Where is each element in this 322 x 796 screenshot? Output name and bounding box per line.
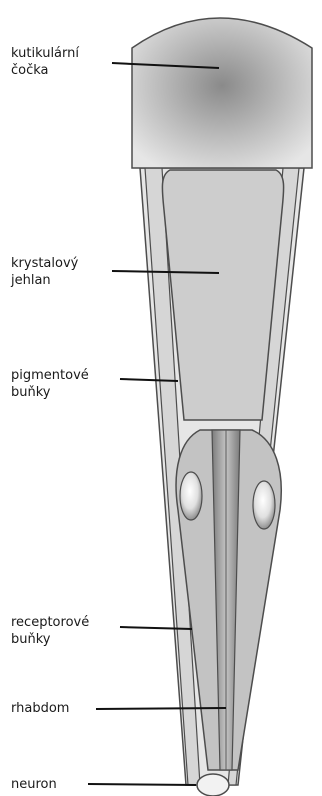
label-receptor-cells: receptorové buňky — [11, 614, 89, 648]
nucleus-left — [180, 472, 202, 520]
leader-neuron — [88, 784, 196, 785]
label-rhabdom: rhabdom — [11, 700, 69, 717]
label-pigment-cells: pigmentové buňky — [11, 367, 89, 401]
neuron-shape — [197, 774, 229, 796]
label-crystalline-cone: krystalový jehlan — [11, 255, 78, 289]
crystalline-cone — [162, 170, 283, 420]
label-neuron: neuron — [11, 776, 57, 793]
label-cuticular-lens: kutikulární čočka — [11, 45, 79, 79]
cuticular-lens — [132, 18, 312, 168]
leader-rhabdom — [96, 708, 226, 709]
nucleus-right — [253, 481, 275, 529]
